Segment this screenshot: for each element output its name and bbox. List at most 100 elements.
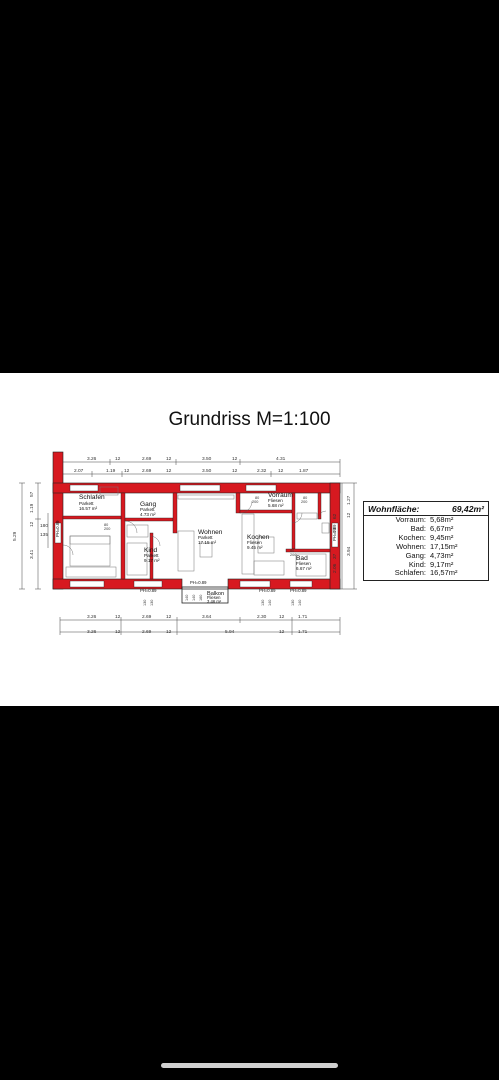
room-name-kind: Kind (144, 547, 158, 554)
dim-bottom2: 12 (115, 629, 121, 635)
page-title: Grundriss M=1:100 (168, 409, 331, 430)
door-swings (62, 500, 327, 556)
area-row-value: 17,15m² (430, 541, 458, 551)
coffee-table-icon (199, 542, 213, 558)
single-bed-icon (126, 542, 148, 576)
ph-labels: PH=0.89 PH=0.89 PH=0.89 PH=0.89 PH=0.89 … (55, 520, 337, 593)
room-area-gang: 4.73 m² (140, 512, 156, 517)
dim-bottom: 1.71 (298, 614, 308, 620)
dim-top2-3: 12 (124, 468, 130, 474)
room-labels: Schlafen Parkett 16.57 m² Gang Parkett 4… (79, 492, 312, 604)
washing-machine-icon (99, 486, 119, 496)
sofa-icon (177, 530, 195, 572)
door-width: 80 (290, 549, 294, 553)
room-name-gang: Gang (140, 501, 156, 508)
dim-bottom: 12 (115, 614, 121, 620)
ph-label: PH=0.89 (332, 524, 337, 541)
toilet-icon (321, 522, 330, 534)
room-floor-wohnen: Parkett (198, 535, 213, 540)
dim-bottom2: 3.26 (87, 629, 97, 635)
dim-top2-4: 2.69 (142, 468, 152, 474)
area-row-label: Wohnen: (396, 541, 426, 551)
dim-top2-8: 2.32 (257, 468, 267, 474)
home-indicator[interactable] (161, 1063, 338, 1068)
dim-bottom: 12 (166, 614, 172, 620)
room-name-bad: Bad (296, 555, 308, 562)
dim-bottom: 2.30 (257, 614, 267, 620)
room-area-schlafen: 16.57 m² (79, 506, 98, 511)
ph-label: PH=0.89 (259, 588, 276, 593)
area-row: Kind:9,17m² (364, 559, 488, 570)
dim-bottom: 3.64 (202, 614, 212, 620)
door-height: 200 (104, 527, 110, 531)
bathtub-icon (295, 553, 327, 577)
dim-bottom: 2.69 (142, 614, 152, 620)
floor-plan-drawing: 3.26 12 2.69 12 3.50 12 4.31 2.07 1.19 1… (12, 451, 357, 635)
dim-bottom2: 1.71 (298, 629, 308, 635)
dim-left: 5.29 (12, 531, 18, 541)
area-row-value: 16,57m² (430, 568, 458, 578)
door-height: 200 (290, 553, 296, 557)
dim-left: 12 (29, 521, 35, 527)
door-width: 80 (255, 496, 259, 500)
area-heading-value: 69,42m² (451, 504, 484, 514)
dim-small: 140 (185, 595, 189, 601)
dim-top2-6: 3.50 (202, 468, 212, 474)
area-row: Vorraum:5,68m² (364, 515, 488, 525)
ph-label: PH=0.89 (55, 520, 60, 537)
dim-top2-1: 2.07 (74, 468, 84, 474)
room-area-kind: 9.17 m² (144, 558, 160, 563)
area-row-value: 9,45m² (430, 532, 454, 542)
room-area-vorraum: 5.68 m² (268, 503, 284, 508)
dim-top-5: 3.50 (202, 456, 212, 462)
room-floor-gang: Parkett (140, 507, 155, 512)
dim-top-1: 3.26 (87, 456, 97, 462)
room-floor-kind: Parkett (144, 553, 159, 558)
room-area-bad: 6.67 m² (296, 566, 312, 571)
area-row-label: Kind: (408, 559, 426, 569)
dim-small: 130 (291, 600, 295, 606)
bottom-dimension-text: 3.26 12 2.69 12 3.64 2.30 12 1.71 3.26 1… (87, 614, 308, 635)
dim-right: 12 (346, 512, 352, 518)
room-name-wohnen: Wohnen (198, 529, 223, 536)
dim-top2-9: 12 (278, 468, 284, 474)
room-area-balkon: 3.46 m² (207, 599, 222, 604)
dim-bottom: 12 (279, 614, 285, 620)
area-row-label: Schlafen: (394, 568, 426, 578)
dim-bottom: 3.26 (87, 614, 97, 620)
right-dimension-text: 1.27 12 3.94 2.06 37 79 62 (332, 495, 352, 573)
area-row: Gang:4,73m² (364, 551, 488, 561)
dining-table-icon (257, 536, 275, 554)
dim-top-7: 4.31 (276, 456, 286, 462)
dim-small: 130 (150, 600, 154, 606)
room-floor-bad: Fliesen (296, 561, 311, 566)
dim-top2-2: 1.19 (106, 468, 116, 474)
dim-bottom2: 5.94 (225, 629, 235, 635)
area-row-label: Kochen: (398, 532, 426, 542)
room-floor-balkon: Fliesen (207, 595, 221, 600)
kitchen-counter-icon (253, 560, 285, 576)
left-dimension-lines (19, 482, 49, 590)
double-bed-icon (69, 535, 111, 567)
dim-bottom2: 12 (166, 629, 172, 635)
area-row-value: 6,67m² (430, 523, 454, 533)
room-area-kochen: 9.45 m² (247, 545, 263, 550)
pillow-icon (69, 535, 111, 545)
wardrobe-icon (65, 566, 117, 578)
room-name-vorraum: Vorraum (268, 492, 293, 499)
area-row-label: Bad: (410, 523, 426, 533)
room-area-wohnen: 17.15 m² (198, 540, 217, 545)
dim-right: 1.27 (346, 495, 352, 505)
dim-small: 160 (199, 595, 203, 601)
dim-bottom2: 12 (279, 629, 285, 635)
dim-small: 140 (268, 600, 272, 606)
room-floor-vorraum: Fliesen (268, 498, 283, 503)
dim-left: 135 (40, 532, 48, 538)
desk-icon (126, 524, 149, 538)
furniture (65, 486, 330, 578)
dim-small: 130 (143, 600, 147, 606)
living-area-table: Wohnfläche: 69,42m² Vorraum:5,68m² Bad:6… (363, 501, 489, 581)
cabinet-icon (296, 512, 318, 520)
dim-top-6: 12 (232, 456, 238, 462)
dim-small: 140 (192, 595, 196, 601)
